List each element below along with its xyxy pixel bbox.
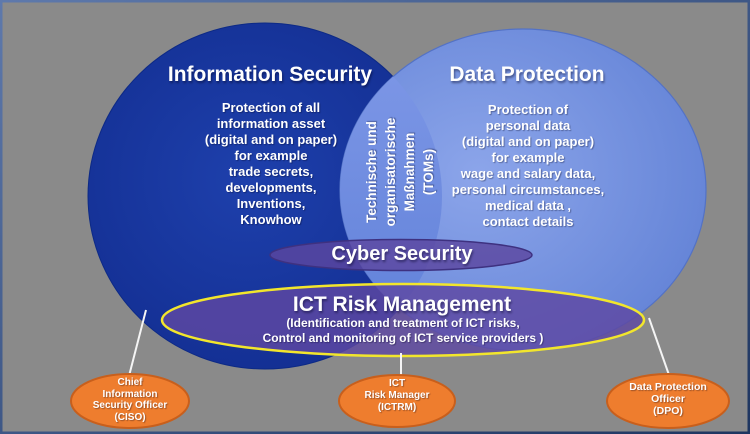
ict-risk-management-ellipse [160, 282, 646, 358]
cyber-security-label: Cyber Security [331, 243, 473, 265]
data-protection-title: Data Protection [449, 63, 605, 86]
ictrm-ellipse [338, 374, 456, 428]
dpo-ellipse [606, 373, 730, 429]
ict-risk-management-subtitle: (Identification and treatment of ICT ris… [262, 316, 544, 345]
cyber-security-ellipse [269, 238, 533, 272]
connector-line-dpo [648, 317, 670, 376]
ciso-ellipse [70, 373, 190, 429]
connector-line-ciso [128, 309, 147, 377]
information-security-title: Information Security [167, 63, 373, 86]
ict-risk-management-title: ICT Risk Management [292, 293, 512, 316]
